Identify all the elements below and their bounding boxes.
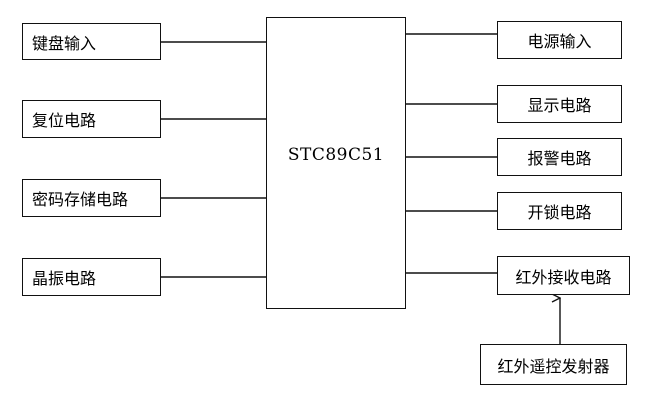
mcu-block: STC89C51: [266, 17, 406, 309]
block-label: 红外接收电路: [515, 267, 612, 287]
block-label: 键盘输入: [32, 33, 97, 53]
block-ir-receiver-circuit: 红外接收电路: [497, 256, 630, 295]
mcu-label: STC89C51: [287, 145, 385, 165]
block-label: 显示电路: [527, 96, 592, 115]
block-label: 电源输入: [527, 32, 592, 51]
block-ir-remote-transmitter: 红外遥控发射器: [480, 344, 627, 385]
block-label: 报警电路: [527, 149, 592, 168]
block-crystal-circuit: 晶振电路: [22, 258, 161, 296]
block-reset-circuit: 复位电路: [22, 100, 161, 138]
block-power-input: 电源输入: [497, 21, 622, 59]
block-label: 晶振电路: [32, 269, 97, 288]
block-unlock-circuit: 开锁电路: [497, 192, 622, 230]
block-alarm-circuit: 报警电路: [497, 138, 622, 176]
block-label: 开锁电路: [527, 203, 592, 222]
block-label: 复位电路: [32, 111, 97, 130]
block-keyboard-input: 键盘输入: [22, 23, 161, 60]
block-label: 红外遥控发射器: [497, 356, 610, 376]
block-label: 密码存储电路: [32, 190, 129, 209]
block-display-circuit: 显示电路: [497, 85, 622, 123]
block-password-storage-circuit: 密码存储电路: [22, 179, 161, 217]
